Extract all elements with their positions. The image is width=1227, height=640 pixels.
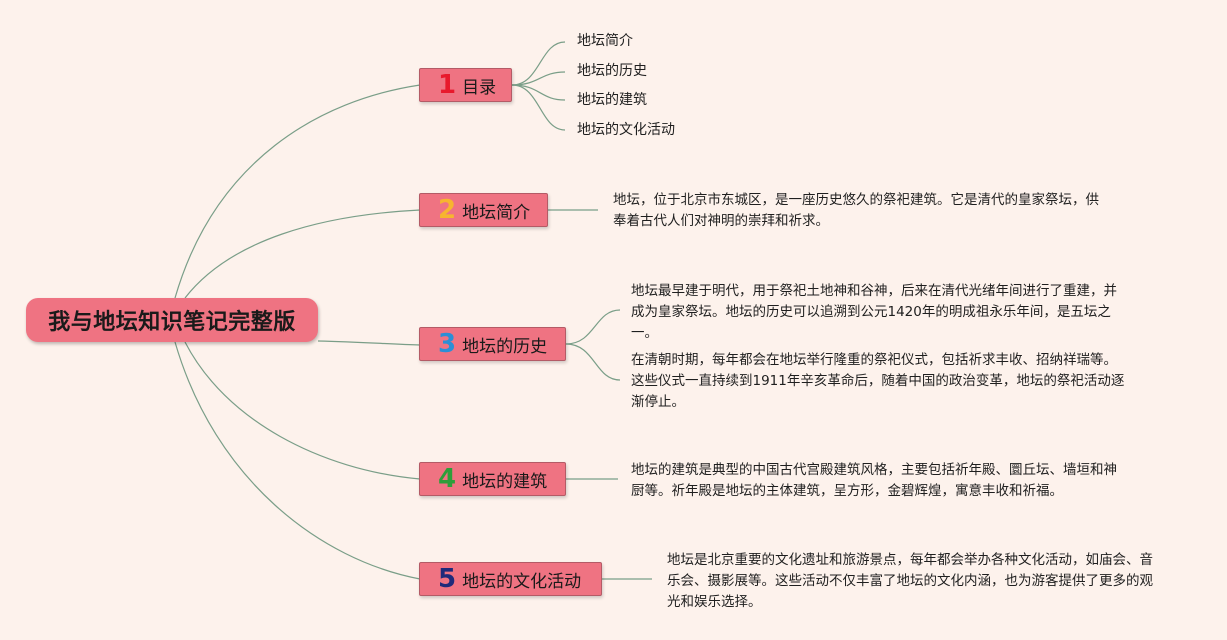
architecture-text: 地坛的建筑是典型的中国古代宫殿建筑风格，主要包括祈年殿、圜丘坛、墙垣和神厨等。祈… (631, 462, 1117, 499)
branch-number: 3 (438, 329, 457, 359)
link-root-branch4 (184, 341, 421, 480)
toc-item-architecture[interactable]: 地坛的建筑 (577, 92, 647, 108)
link-branch1-leaf2 (511, 71, 566, 86)
link-branch3-text1 (565, 309, 621, 345)
branch-history[interactable]: 3 地坛的历史 (419, 327, 566, 361)
toc-item-history[interactable]: 地坛的历史 (577, 63, 647, 79)
link-branch1-leaf4 (511, 84, 566, 131)
link-branch3-text2 (565, 343, 621, 381)
branch-number: 4 (438, 464, 457, 494)
culture-text: 地坛是北京重要的文化遗址和旅游景点，每年都会举办各种文化活动，如庙会、音乐会、摄… (667, 552, 1153, 610)
branch-title: 地坛的历史 (462, 336, 548, 357)
branch-architecture[interactable]: 4 地坛的建筑 (419, 462, 566, 496)
branch-title: 地坛的文化活动 (462, 571, 582, 592)
root-title: 我与地坛知识笔记完整版 (48, 310, 296, 335)
link-root-branch3 (317, 340, 421, 346)
branch-title: 地坛的建筑 (462, 471, 548, 492)
branch-number: 2 (438, 195, 457, 225)
link-root-branch5 (174, 341, 421, 580)
branch-title: 目录 (462, 77, 497, 98)
toc-item-culture[interactable]: 地坛的文化活动 (577, 122, 675, 138)
history-text-2: 在清朝时期，每年都会在地坛举行隆重的祭祀仪式，包括祈求丰收、招纳祥瑞等。这些仪式… (631, 352, 1125, 410)
intro-text: 地坛，位于北京市东城区，是一座历史悠久的祭祀建筑。它是清代的皇家祭坛，供奉着古代… (613, 192, 1099, 229)
root-node[interactable]: 我与地坛知识笔记完整版 (26, 298, 318, 342)
branch-toc[interactable]: 1 目录 (419, 68, 512, 102)
link-branch1-leaf1 (511, 41, 566, 86)
link-branch1-leaf3 (511, 84, 566, 101)
history-text-1: 地坛最早建于明代，用于祭祀土地神和谷神，后来在清代光绪年间进行了重建，并成为皇家… (631, 283, 1117, 341)
branch-number: 5 (438, 564, 457, 594)
branch-title: 地坛简介 (462, 202, 531, 223)
toc-item-intro[interactable]: 地坛简介 (577, 33, 633, 49)
branch-intro[interactable]: 2 地坛简介 (419, 193, 548, 227)
link-root-branch2 (184, 209, 421, 299)
branch-number: 1 (438, 70, 457, 100)
link-root-branch1 (174, 84, 421, 299)
branch-culture[interactable]: 5 地坛的文化活动 (419, 562, 602, 596)
